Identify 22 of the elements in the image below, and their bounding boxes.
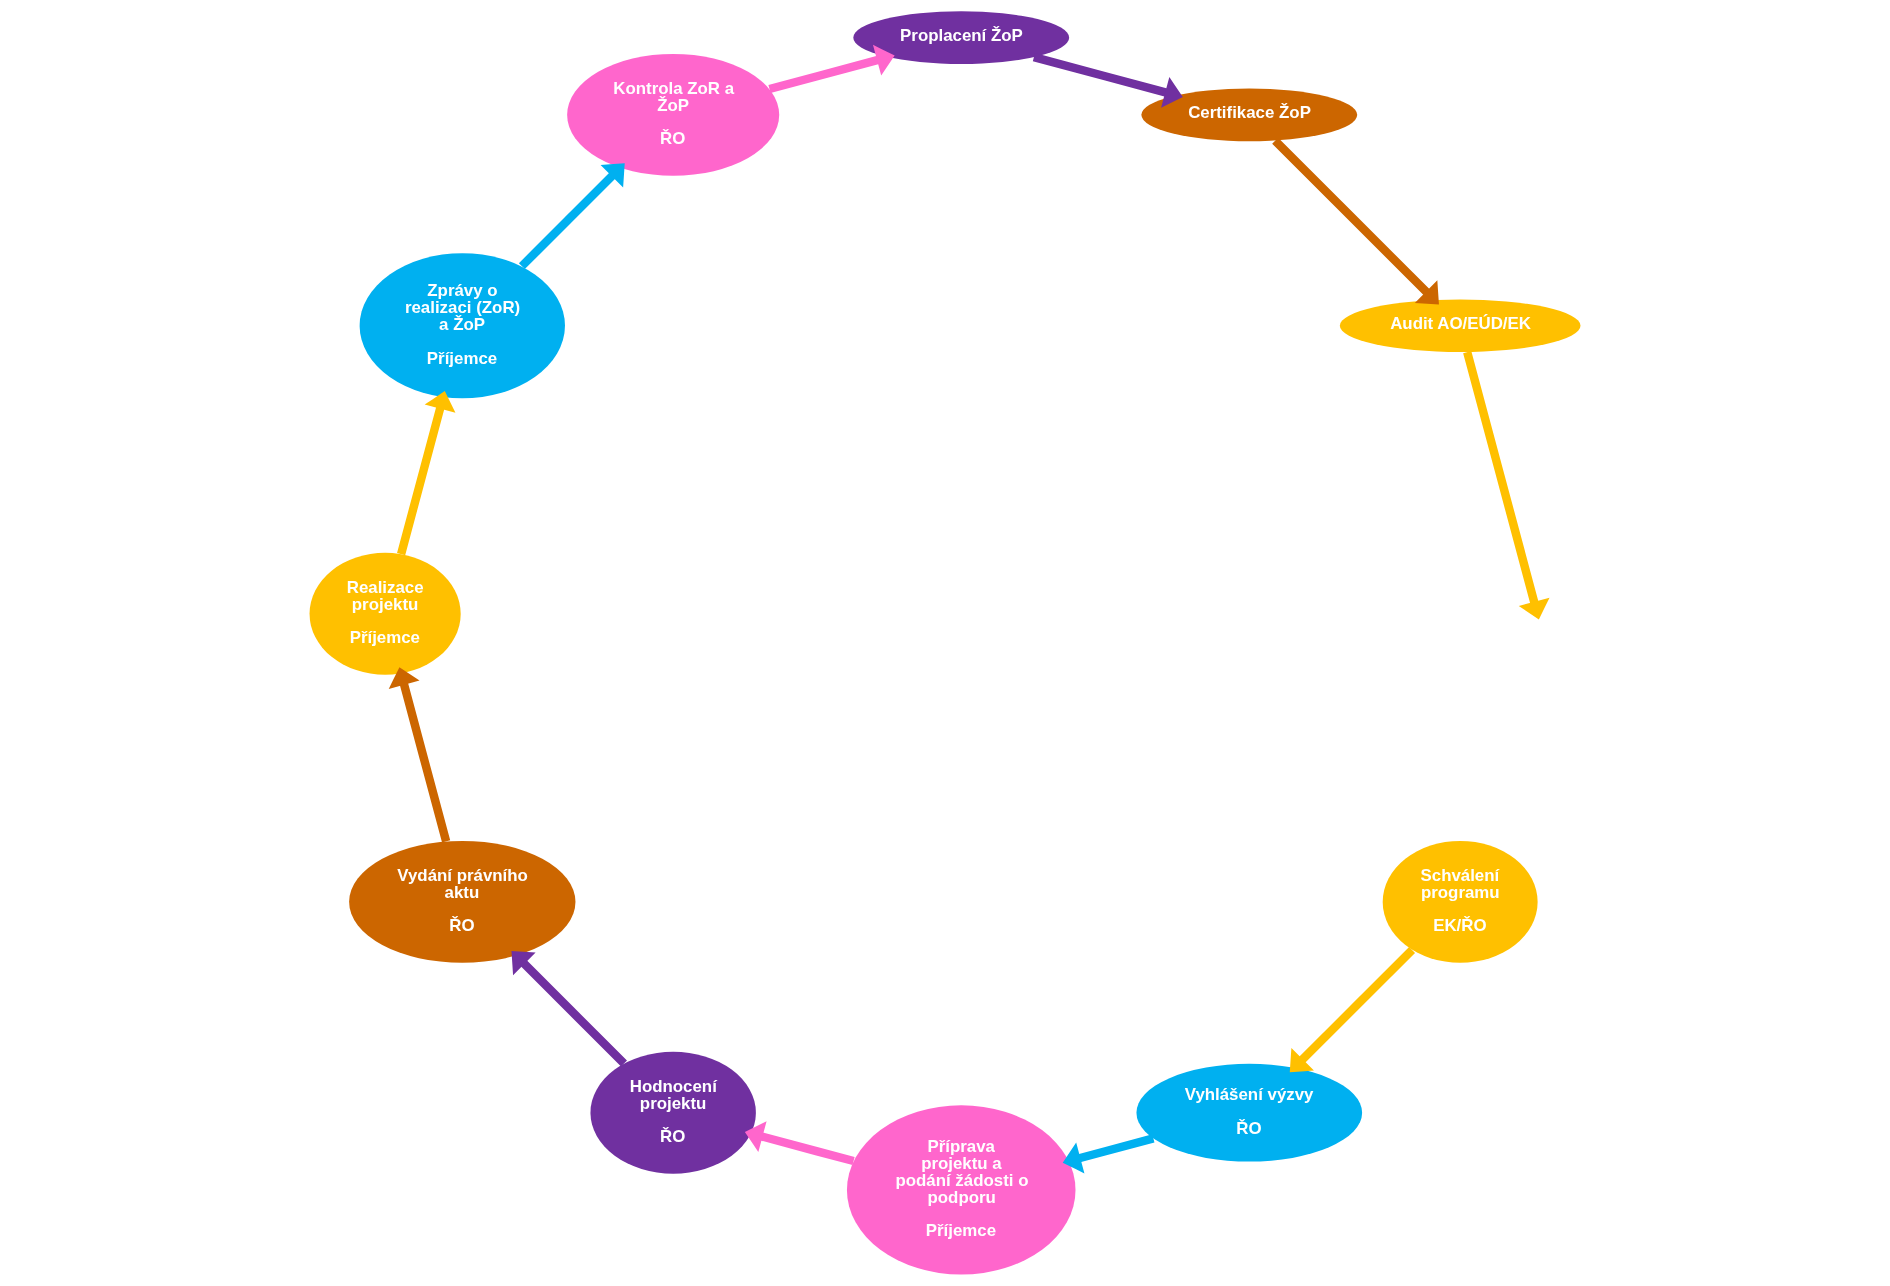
arrow bbox=[744, 1121, 855, 1166]
node-ellipse: Zprávy o realizaci (ZoR) a ŽoP Příjemce bbox=[359, 253, 565, 399]
node-ellipse: Příprava projektu a podání žádosti o podporu Příjemce bbox=[846, 1105, 1076, 1275]
arrow bbox=[1062, 1134, 1155, 1174]
arrow bbox=[768, 44, 895, 94]
node-ellipse: Realizace projektu Příjemce bbox=[309, 552, 461, 675]
node-ellipse: Vydání právního aktu ŘO bbox=[349, 840, 576, 963]
node-ellipse: Audit AO/EÚD/EK bbox=[1339, 299, 1581, 353]
arrow bbox=[518, 163, 625, 270]
node-ellipse: Certifikace ŽoP bbox=[1141, 88, 1358, 142]
arrow bbox=[1272, 137, 1439, 305]
node-ellipse: Schválení programu EK/ŘO bbox=[1382, 840, 1538, 963]
arrow bbox=[511, 951, 627, 1067]
arrow bbox=[388, 667, 451, 843]
node-ellipse: Kontrola ZoR a ŽoP ŘO bbox=[567, 53, 780, 176]
node-ellipse: Proplacení ŽoP bbox=[853, 11, 1070, 64]
arrow bbox=[1032, 53, 1183, 108]
arrow bbox=[1289, 946, 1416, 1073]
arrow bbox=[1463, 350, 1550, 620]
arrow bbox=[397, 391, 456, 556]
node-ellipse: Vyhlášení výzvy ŘO bbox=[1136, 1063, 1363, 1162]
node-ellipse: Hodnocení projektu ŘO bbox=[590, 1051, 756, 1174]
